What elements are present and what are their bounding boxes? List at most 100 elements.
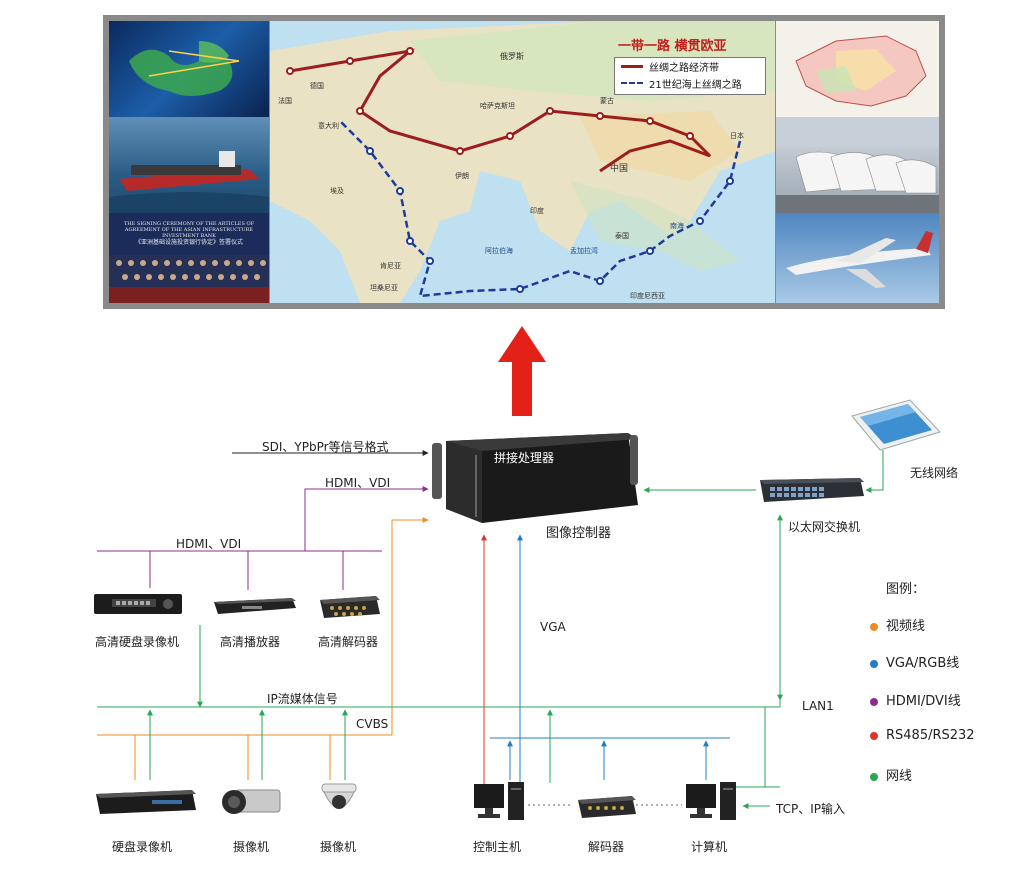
tcp-ip-label: TCP、IP输入	[776, 802, 846, 816]
sea-route-line	[339, 120, 742, 298]
place-russia: 俄罗斯	[500, 52, 524, 61]
ethernet-switch[interactable]	[756, 474, 866, 506]
globe-graphic	[129, 41, 240, 96]
lan1-label: LAN1	[802, 699, 834, 713]
high-speed-train-image	[776, 117, 939, 213]
legend-video: 视频线	[870, 615, 925, 634]
vga-label: VGA	[540, 620, 566, 634]
place-south-china-sea: 南海	[670, 222, 684, 230]
output-up-arrow	[498, 326, 546, 416]
legend-hdmi-label: HDMI/DVI线	[886, 694, 961, 709]
dvr-label: 硬盘录像机	[112, 840, 173, 854]
ship-graphic	[109, 151, 269, 213]
tablet-caption: 无线网络	[910, 466, 959, 480]
land-route-line	[289, 48, 712, 173]
hd-dvr-label: 高清硬盘录像机	[95, 635, 180, 649]
aiib-caption-cn: 《亚洲基础设施投资银行协定》签署仪式	[134, 239, 243, 246]
place-india: 印度	[530, 207, 544, 215]
legend-network-label: 网线	[886, 769, 913, 784]
hd-player-icon	[214, 598, 296, 614]
legend-hdmi: HDMI/DVI线	[870, 690, 961, 709]
legend-hdmi-dot	[870, 697, 878, 706]
sdi-label: SDI、YPbPr等信号格式	[262, 440, 389, 454]
legend-rs485-dot	[870, 731, 878, 740]
land-route-nodes	[286, 47, 694, 155]
dvr-icon	[96, 790, 196, 814]
box-camera-icon	[222, 789, 281, 814]
place-iran: 伊朗	[455, 172, 469, 180]
place-thailand: 泰国	[615, 232, 629, 240]
control-host-device[interactable]	[470, 780, 528, 824]
map-legend: 丝绸之路经济带 21世纪海上丝绸之路	[614, 57, 766, 95]
place-germany: 德国	[310, 82, 324, 90]
tablet-icon	[851, 399, 941, 451]
legend-network: 网线	[870, 765, 912, 784]
sea-route-nodes	[366, 147, 734, 293]
sea-route-swatch	[621, 82, 643, 84]
place-indonesia: 印度尼西亚	[630, 292, 665, 300]
cargo-ship-image	[109, 117, 269, 213]
ip-stream-label: IP流媒体信号	[267, 692, 338, 706]
camera2-device[interactable]	[318, 780, 360, 820]
legend-vga: VGA/RGB线	[870, 652, 959, 671]
switch-caption: 以太网交换机	[788, 520, 861, 534]
china-map-image	[776, 21, 939, 117]
land-route-legend-label: 丝绸之路经济带	[649, 63, 719, 74]
legend-title: 图例：	[886, 582, 926, 597]
wireless-tablet[interactable]	[850, 398, 942, 452]
map-title: 一带一路 横贯欧亚	[618, 39, 727, 54]
place-france: 法国	[278, 97, 292, 105]
place-arabian-sea: 阿拉伯海	[485, 247, 513, 255]
airplane-image	[776, 213, 939, 303]
cvbs-label: CVBS	[356, 717, 389, 731]
legend-rs485: RS485/RS232	[870, 728, 975, 743]
decoder-device[interactable]	[574, 790, 638, 820]
legend-video-dot	[870, 622, 878, 631]
hd-dvr-device[interactable]	[92, 590, 184, 618]
belt-road-map: 法国 德国 意大利 俄罗斯 哈萨克斯坦 蒙古 中国 伊朗 印度 泰国 印度尼西亚…	[270, 21, 775, 303]
aiib-ceremony-image: THE SIGNING CEREMONY OF THE ARTICLES OF …	[109, 213, 269, 303]
processor-caption: 图像控制器	[546, 526, 612, 541]
place-kazakhstan: 哈萨克斯坦	[480, 102, 515, 110]
dome-camera-icon	[321, 783, 357, 809]
legend-network-dot	[870, 772, 878, 781]
camera1-device[interactable]	[218, 784, 284, 820]
land-route-swatch	[621, 65, 643, 68]
hd-player-device[interactable]	[212, 594, 298, 618]
hd-decoder-label: 高清解码器	[318, 635, 379, 649]
airplane-graphic	[786, 231, 933, 288]
place-mongolia: 蒙古	[600, 97, 614, 105]
computer-device[interactable]	[682, 780, 740, 824]
place-china: 中国	[610, 164, 629, 174]
camera2-label: 摄像机	[320, 840, 357, 854]
legend-rs485-label: RS485/RS232	[886, 728, 975, 743]
hdmi-feed-line	[304, 486, 429, 551]
wireless-line	[865, 450, 884, 493]
control-host-label: 控制主机	[473, 840, 522, 854]
place-italy: 意大利	[318, 122, 339, 130]
world-globe-image	[109, 21, 269, 117]
hd-dvr-icon	[94, 594, 182, 614]
dvr-device[interactable]	[92, 784, 200, 818]
cvbs-feed-line	[391, 517, 429, 735]
decoder-icon	[578, 796, 636, 818]
legend-vga-label: VGA/RGB线	[886, 656, 960, 671]
hd-player-label: 高清播放器	[220, 635, 281, 649]
switch-icon	[760, 478, 864, 502]
legend-vga-dot	[870, 659, 878, 668]
china-map-graphic	[795, 35, 927, 107]
place-tanzania: 坦桑尼亚	[370, 284, 398, 292]
place-kenya: 肯尼亚	[380, 262, 401, 270]
train-graphic	[776, 117, 939, 213]
sea-route-legend-label: 21世纪海上丝绸之路	[649, 80, 742, 91]
video-wall: THE SIGNING CEREMONY OF THE ARTICLES OF …	[103, 15, 945, 309]
decoder-label: 解码器	[588, 840, 625, 854]
aiib-caption: THE SIGNING CEREMONY OF THE ARTICLES OF …	[123, 221, 255, 239]
splicing-processor[interactable]: 拼接处理器	[432, 427, 640, 527]
place-egypt: 埃及	[330, 187, 344, 195]
hd-decoder-device[interactable]	[316, 590, 384, 620]
processor-title: 拼接处理器	[494, 451, 555, 465]
legend-video-label: 视频线	[886, 619, 926, 634]
camera1-label: 摄像机	[233, 840, 270, 854]
